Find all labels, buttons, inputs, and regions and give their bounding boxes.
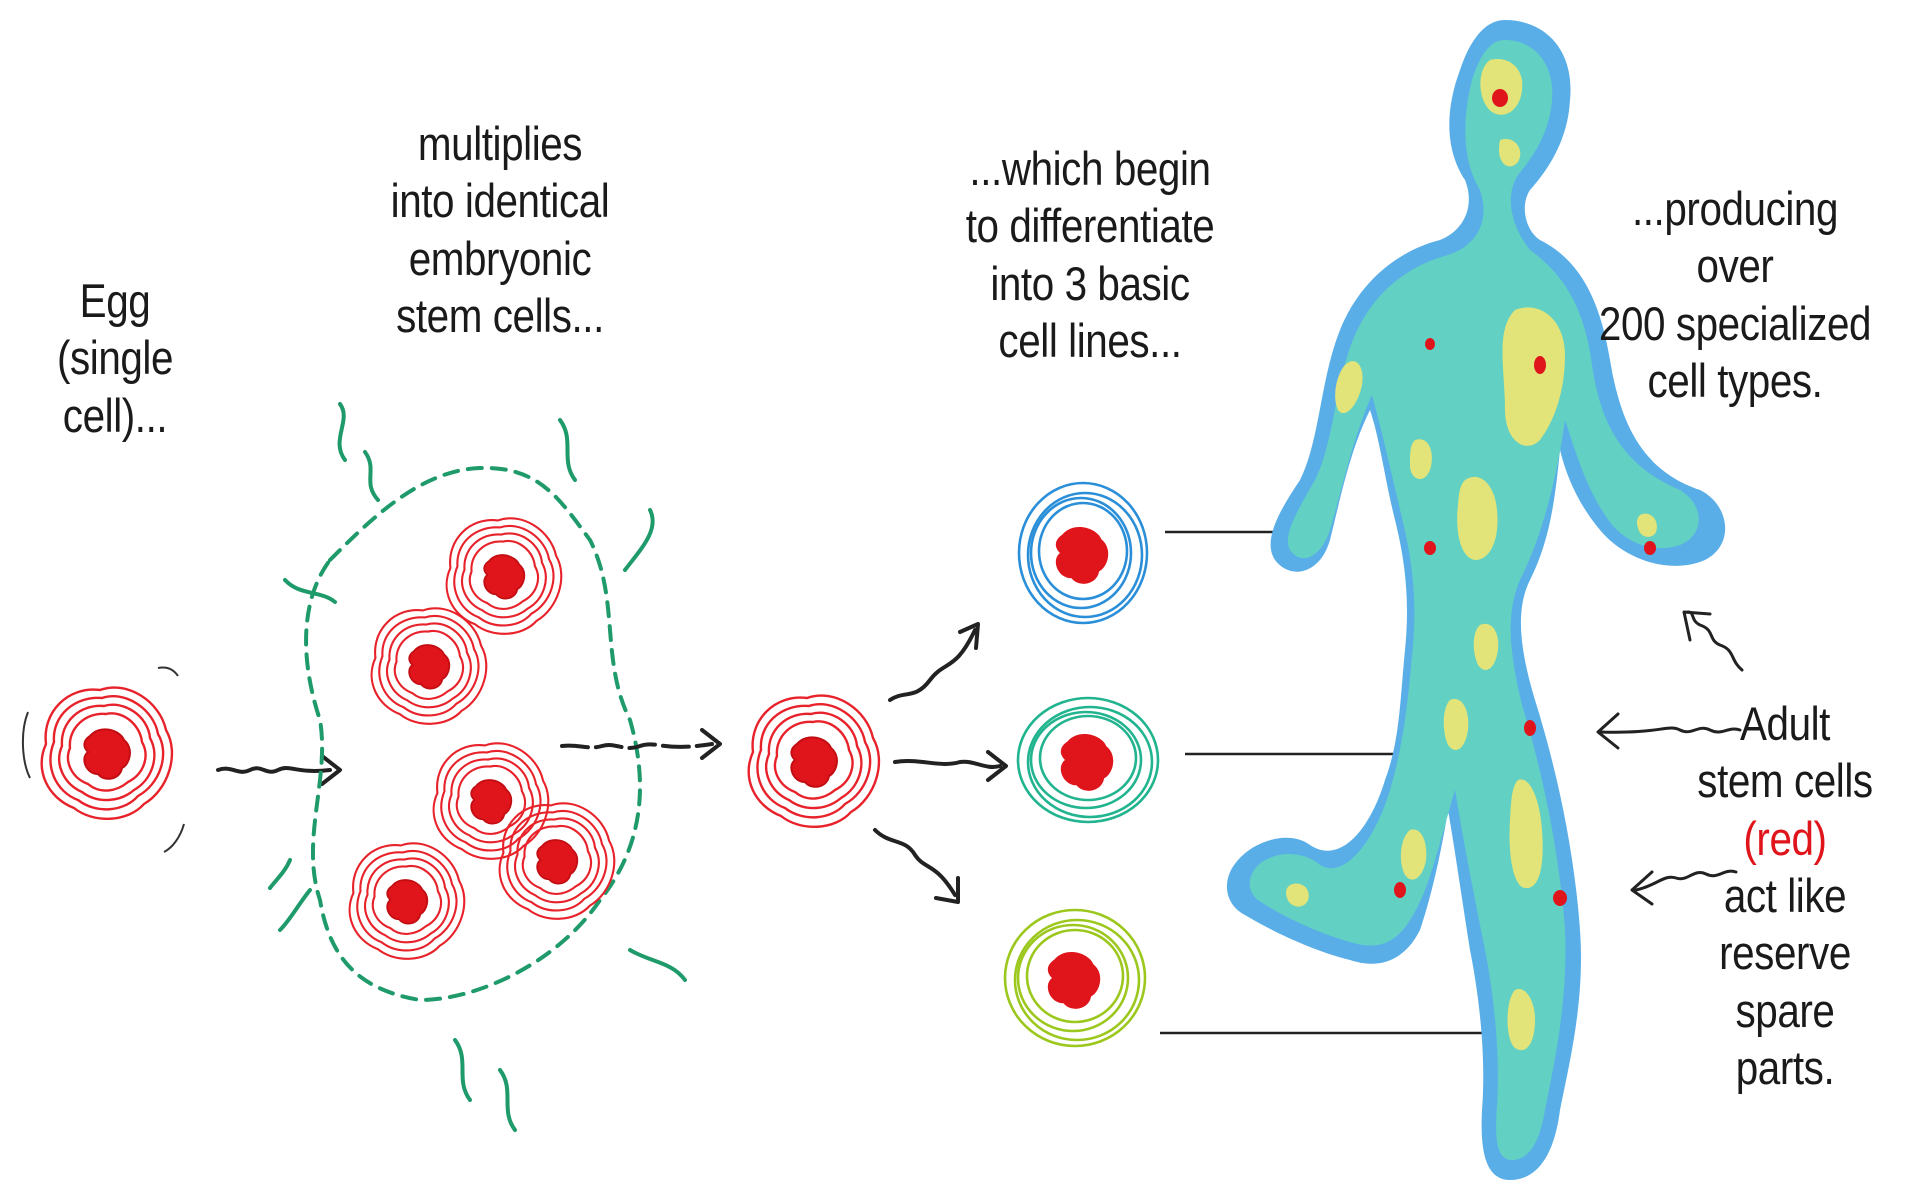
- squiggle-arrow-icon: [562, 730, 720, 758]
- stem-cell-icon: [372, 608, 487, 724]
- adult-label-line: spare parts.: [1682, 982, 1888, 1097]
- stem-cell-icon: [749, 696, 879, 827]
- embryonic-label-line: multiplies: [375, 115, 624, 172]
- specialized-label-line: 200 specialized: [1593, 295, 1877, 352]
- embryonic-label: multiplies into identical embryonic stem…: [375, 115, 624, 344]
- egg-label: Egg (single cell)...: [8, 272, 223, 444]
- embryonic-stem-cells: [350, 518, 615, 959]
- egg-cell-icon: [23, 667, 184, 852]
- differentiate-label-line: cell lines...: [957, 312, 1224, 369]
- embryonic-label-line: embryonic: [375, 230, 624, 287]
- adult-label-line: act like: [1682, 867, 1888, 924]
- squiggle-arrow-icon: [1684, 612, 1742, 670]
- differentiate-label-line: into 3 basic: [957, 255, 1224, 312]
- cell-line-green: [1005, 910, 1145, 1046]
- stem-cell-icon: [447, 518, 562, 634]
- adult-label-line: stem cells: [1682, 752, 1888, 809]
- cell-line-teal: [1018, 698, 1158, 822]
- squiggle-arrow-icon: [875, 830, 958, 902]
- adult-label-line: reserve: [1682, 924, 1888, 981]
- squiggle-arrow-icon: [890, 624, 978, 700]
- specialized-label-line: cell types.: [1593, 352, 1877, 409]
- stem-cell-icon: [350, 843, 465, 959]
- egg-label-line: (single cell)...: [8, 329, 223, 444]
- differentiate-label-line: to differentiate: [957, 197, 1224, 254]
- differentiate-label: ...which begin to differentiate into 3 b…: [957, 140, 1224, 369]
- cell-line-blue: [1019, 483, 1147, 623]
- specialized-label: ...producing over 200 specialized cell t…: [1593, 180, 1877, 409]
- specialized-label-line: ...producing over: [1593, 180, 1877, 295]
- adult-label-red: (red): [1682, 810, 1888, 867]
- embryonic-label-line: into identical: [375, 172, 624, 229]
- embryonic-label-line: stem cells...: [375, 287, 624, 344]
- differentiate-label-line: ...which begin: [957, 140, 1224, 197]
- adult-label-line: Adult: [1682, 695, 1888, 752]
- squiggle-arrow-icon: [895, 752, 1006, 780]
- adult-stem-cells-label: Adult stem cells (red) act like reserve …: [1682, 695, 1888, 1096]
- stem-cell-icon: [434, 743, 549, 859]
- egg-label-line: Egg: [8, 272, 223, 329]
